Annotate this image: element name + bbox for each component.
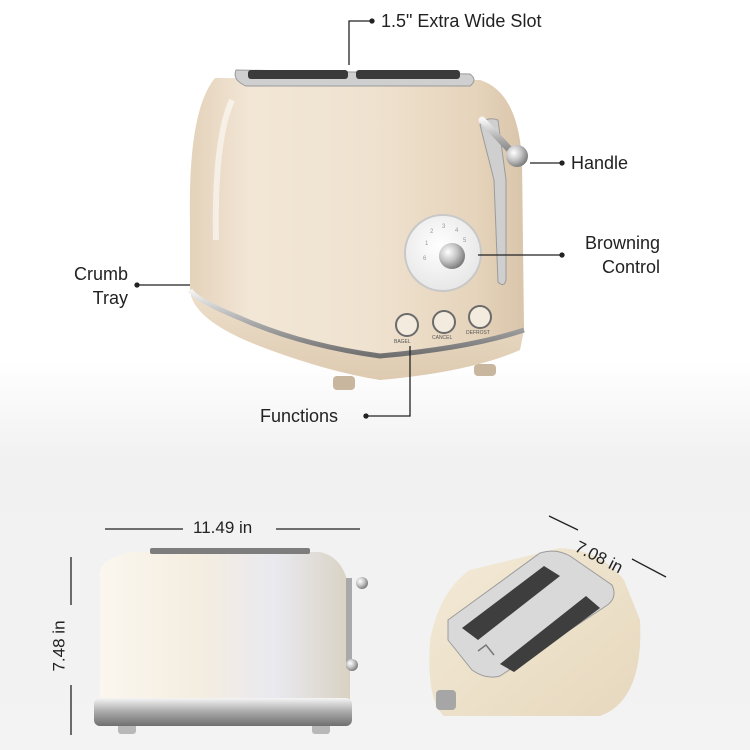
defrost-caption: DEFROST — [466, 330, 490, 336]
slot-1 — [248, 70, 348, 79]
defrost-button — [468, 305, 492, 329]
dial-knob — [439, 243, 465, 269]
width-dimension-label: 11.49 in — [193, 518, 253, 537]
lever-knob — [506, 145, 528, 167]
svg-text:4: 4 — [455, 228, 459, 234]
crumb-line2: Tray — [92, 288, 128, 308]
svg-text:3: 3 — [442, 224, 446, 230]
handle-label: Handle — [571, 153, 629, 173]
bagel-caption: BAGEL — [394, 339, 411, 345]
functions-label: Functions — [260, 406, 339, 426]
browning-control-label: Browning Control — [560, 231, 660, 279]
slot-label: 1.5" Extra Wide Slot — [381, 11, 542, 31]
browning-line2: Control — [601, 257, 660, 277]
crumb-tray-label: Crumb Tray — [44, 262, 128, 310]
depth-dimension-line — [548, 515, 667, 578]
slot-2 — [356, 70, 460, 79]
foot-left — [333, 376, 355, 390]
bagel-button — [395, 313, 419, 337]
chrome-trim — [187, 288, 525, 359]
side-base — [94, 698, 352, 726]
toaster-top-view — [429, 548, 641, 716]
toaster-side-view — [94, 548, 368, 734]
base-plinth — [190, 290, 524, 380]
svg-text:6: 6 — [423, 256, 427, 262]
cancel-button — [432, 310, 456, 334]
crumb-line1: Crumb — [73, 264, 128, 284]
browning-line1: Browning — [584, 233, 660, 253]
toaster-main: 12 3 45 6 — [187, 69, 528, 390]
svg-text:5: 5 — [463, 238, 467, 244]
callout-lines — [134, 18, 565, 419]
foot-right — [474, 364, 496, 376]
height-dimension-label: 7.48 in — [49, 620, 69, 672]
cancel-caption: CANCEL — [432, 335, 453, 341]
side-body — [99, 552, 350, 700]
svg-text:2: 2 — [430, 229, 434, 235]
svg-text:1: 1 — [425, 241, 429, 247]
